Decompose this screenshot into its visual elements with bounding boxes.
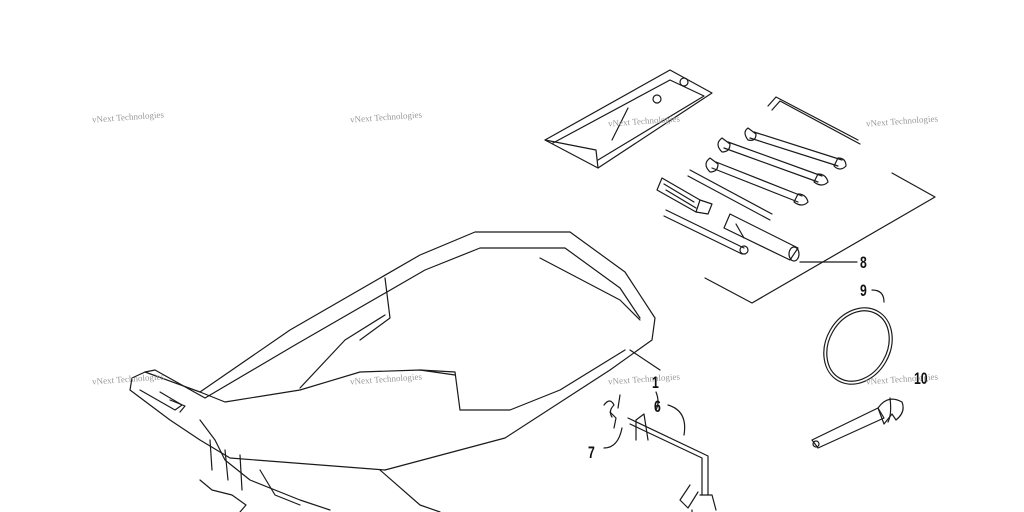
hex-key [767,96,861,145]
seat-assembly [129,231,661,512]
seat-latch [603,391,717,512]
screwdriver [656,169,773,255]
callout-1: 1 [652,373,659,392]
callout-10: 10 [914,369,928,388]
callout-8: 8 [860,253,867,272]
wrenches [705,127,847,206]
spanner-wrench [811,397,904,449]
callout-9: 9 [860,281,867,300]
callout-7: 7 [588,443,595,462]
toolkit-group-outline [704,172,936,304]
spark-plug-socket [723,213,800,262]
tool-pouch [544,69,713,169]
callout-6: 6 [654,397,661,416]
o-ring [823,289,893,385]
